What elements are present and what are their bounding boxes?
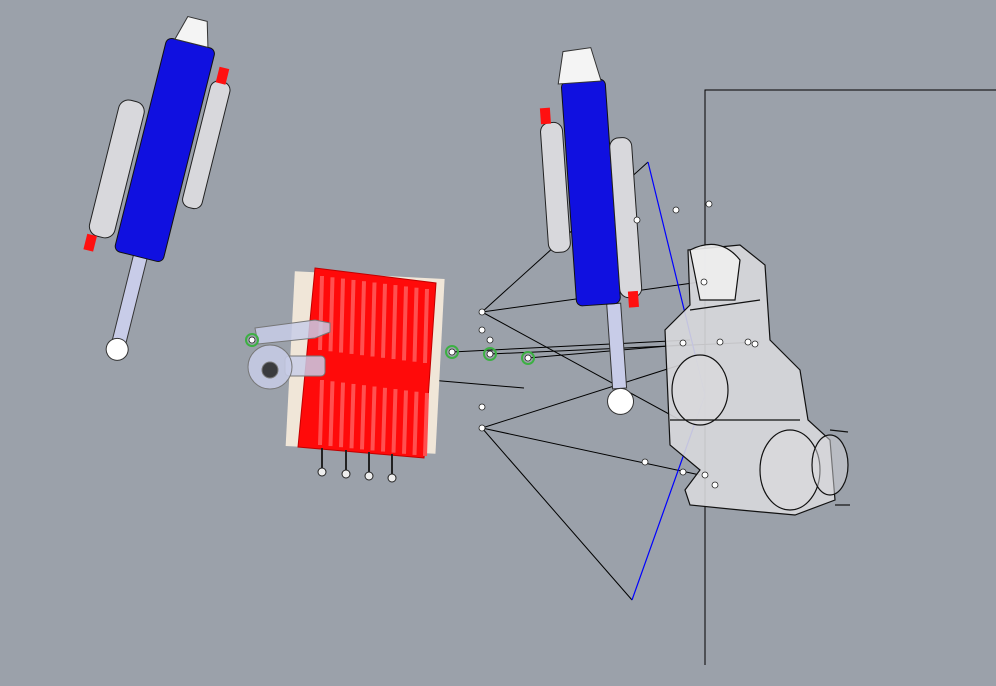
- radiator-fin: [412, 391, 419, 455]
- radiator-fin: [412, 287, 419, 362]
- radiator-fin: [423, 392, 429, 457]
- control-point[interactable]: [679, 339, 687, 347]
- control-point[interactable]: [478, 403, 486, 411]
- radiator-fin: [339, 382, 345, 448]
- selected-point-ring: [245, 333, 259, 347]
- control-point[interactable]: [744, 338, 752, 346]
- control-point[interactable]: [700, 278, 708, 286]
- radiator-fin: [349, 383, 356, 449]
- shock-absorber-right[interactable]: [535, 45, 650, 418]
- construction-lines: [429, 89, 996, 665]
- radiator-fin: [339, 278, 345, 353]
- fitting: [83, 233, 97, 252]
- control-point[interactable]: [478, 326, 486, 334]
- control-point[interactable]: [641, 458, 649, 466]
- radiator-fin: [318, 379, 324, 446]
- fitting: [539, 107, 551, 125]
- radiator-fin: [391, 285, 398, 360]
- rod-eye: [607, 387, 635, 415]
- control-point[interactable]: [701, 471, 709, 479]
- control-point[interactable]: [716, 338, 724, 346]
- control-point[interactable]: [486, 336, 494, 344]
- control-point[interactable]: [486, 350, 494, 358]
- control-point[interactable]: [448, 348, 456, 356]
- radiator-fin: [381, 283, 387, 358]
- radiator-fin: [402, 390, 408, 454]
- control-point[interactable]: [705, 200, 713, 208]
- control-point[interactable]: [751, 340, 759, 348]
- radiator-fin: [328, 381, 335, 447]
- rod-ends[interactable]: [247, 319, 331, 390]
- radiator-fin: [423, 288, 429, 364]
- control-point[interactable]: [672, 206, 680, 214]
- reservoir: [88, 99, 145, 239]
- fitting: [627, 290, 639, 308]
- control-point[interactable]: [633, 216, 641, 224]
- radiator-fin: [328, 277, 335, 352]
- radiator-fin: [370, 386, 377, 451]
- control-point[interactable]: [248, 336, 256, 344]
- control-point[interactable]: [478, 308, 486, 316]
- radiator[interactable]: [285, 267, 445, 483]
- fitting: [215, 66, 230, 85]
- rod-eye: [105, 337, 129, 361]
- radiator-fin: [381, 387, 387, 452]
- radiator-fin: [349, 279, 356, 354]
- radiator-fin: [360, 385, 366, 450]
- shock-cap: [174, 15, 209, 49]
- selected-point-ring: [445, 345, 459, 359]
- shock-absorber-left[interactable]: [59, 6, 245, 372]
- radiator-fin: [370, 282, 377, 357]
- control-points[interactable]: [245, 200, 759, 489]
- control-point[interactable]: [524, 354, 532, 362]
- radiator-fin: [360, 281, 366, 356]
- radiator-fin: [318, 275, 324, 351]
- control-point[interactable]: [478, 424, 486, 432]
- radiator-fin: [391, 389, 398, 453]
- control-point[interactable]: [679, 468, 687, 476]
- radiator-fin: [402, 286, 408, 361]
- selected-point-ring: [483, 347, 497, 361]
- gearbox-housing[interactable]: [664, 243, 850, 516]
- control-point[interactable]: [711, 481, 719, 489]
- shock-cap: [557, 47, 602, 85]
- selected-point-ring: [521, 351, 535, 365]
